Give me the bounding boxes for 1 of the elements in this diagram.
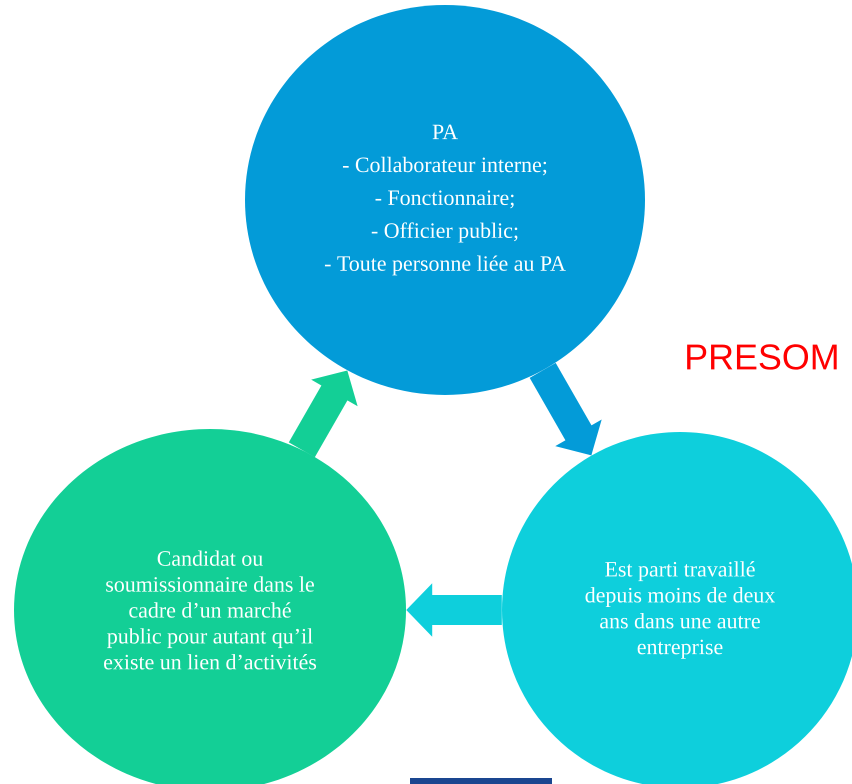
heading-text: PRESOM (687, 344, 837, 370)
